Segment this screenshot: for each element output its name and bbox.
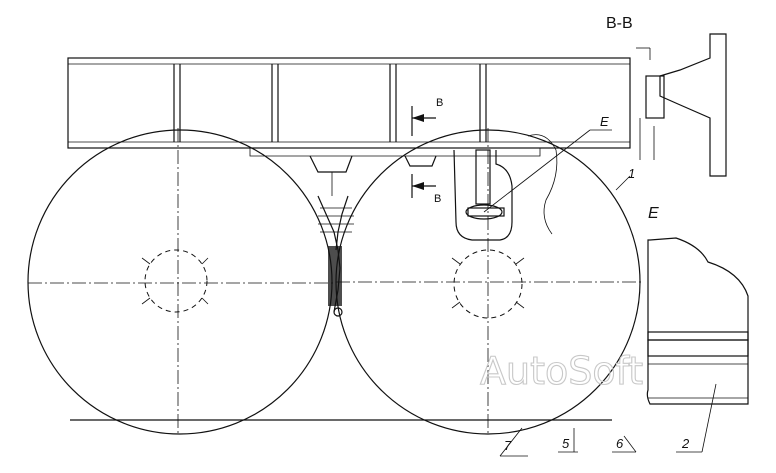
detail-e-view-label: E: [648, 205, 659, 222]
callout-5-label: 5: [562, 436, 570, 451]
callout-6-label: 6: [616, 436, 624, 451]
watermark: AutoSoft: [480, 349, 643, 393]
section-bb-title: B-B: [606, 15, 633, 32]
section-mark-bottom: B: [434, 193, 441, 205]
section-cut-indicator: B B: [411, 97, 443, 205]
callout-2-label: 2: [681, 436, 690, 451]
lever-bracket: [453, 134, 558, 241]
section-bb-view: B-B: [606, 15, 727, 177]
detail-e-view: E: [646, 205, 749, 405]
section-mark-top: B: [436, 97, 443, 109]
callout-7: 7: [499, 427, 528, 457]
detail-e-label: E: [600, 114, 609, 129]
callout-2: 2: [676, 383, 717, 453]
left-wheel: [27, 128, 334, 436]
callout-6: 6: [612, 435, 637, 453]
detail-e-leader: E: [483, 114, 612, 213]
callout-1-label: 1: [628, 166, 635, 181]
balancer-assembly: [317, 172, 354, 317]
callout-5: 5: [558, 428, 578, 453]
callout-1: 1: [615, 166, 635, 191]
frame-beam: [67, 57, 631, 173]
callout-7-label: 7: [504, 438, 512, 453]
